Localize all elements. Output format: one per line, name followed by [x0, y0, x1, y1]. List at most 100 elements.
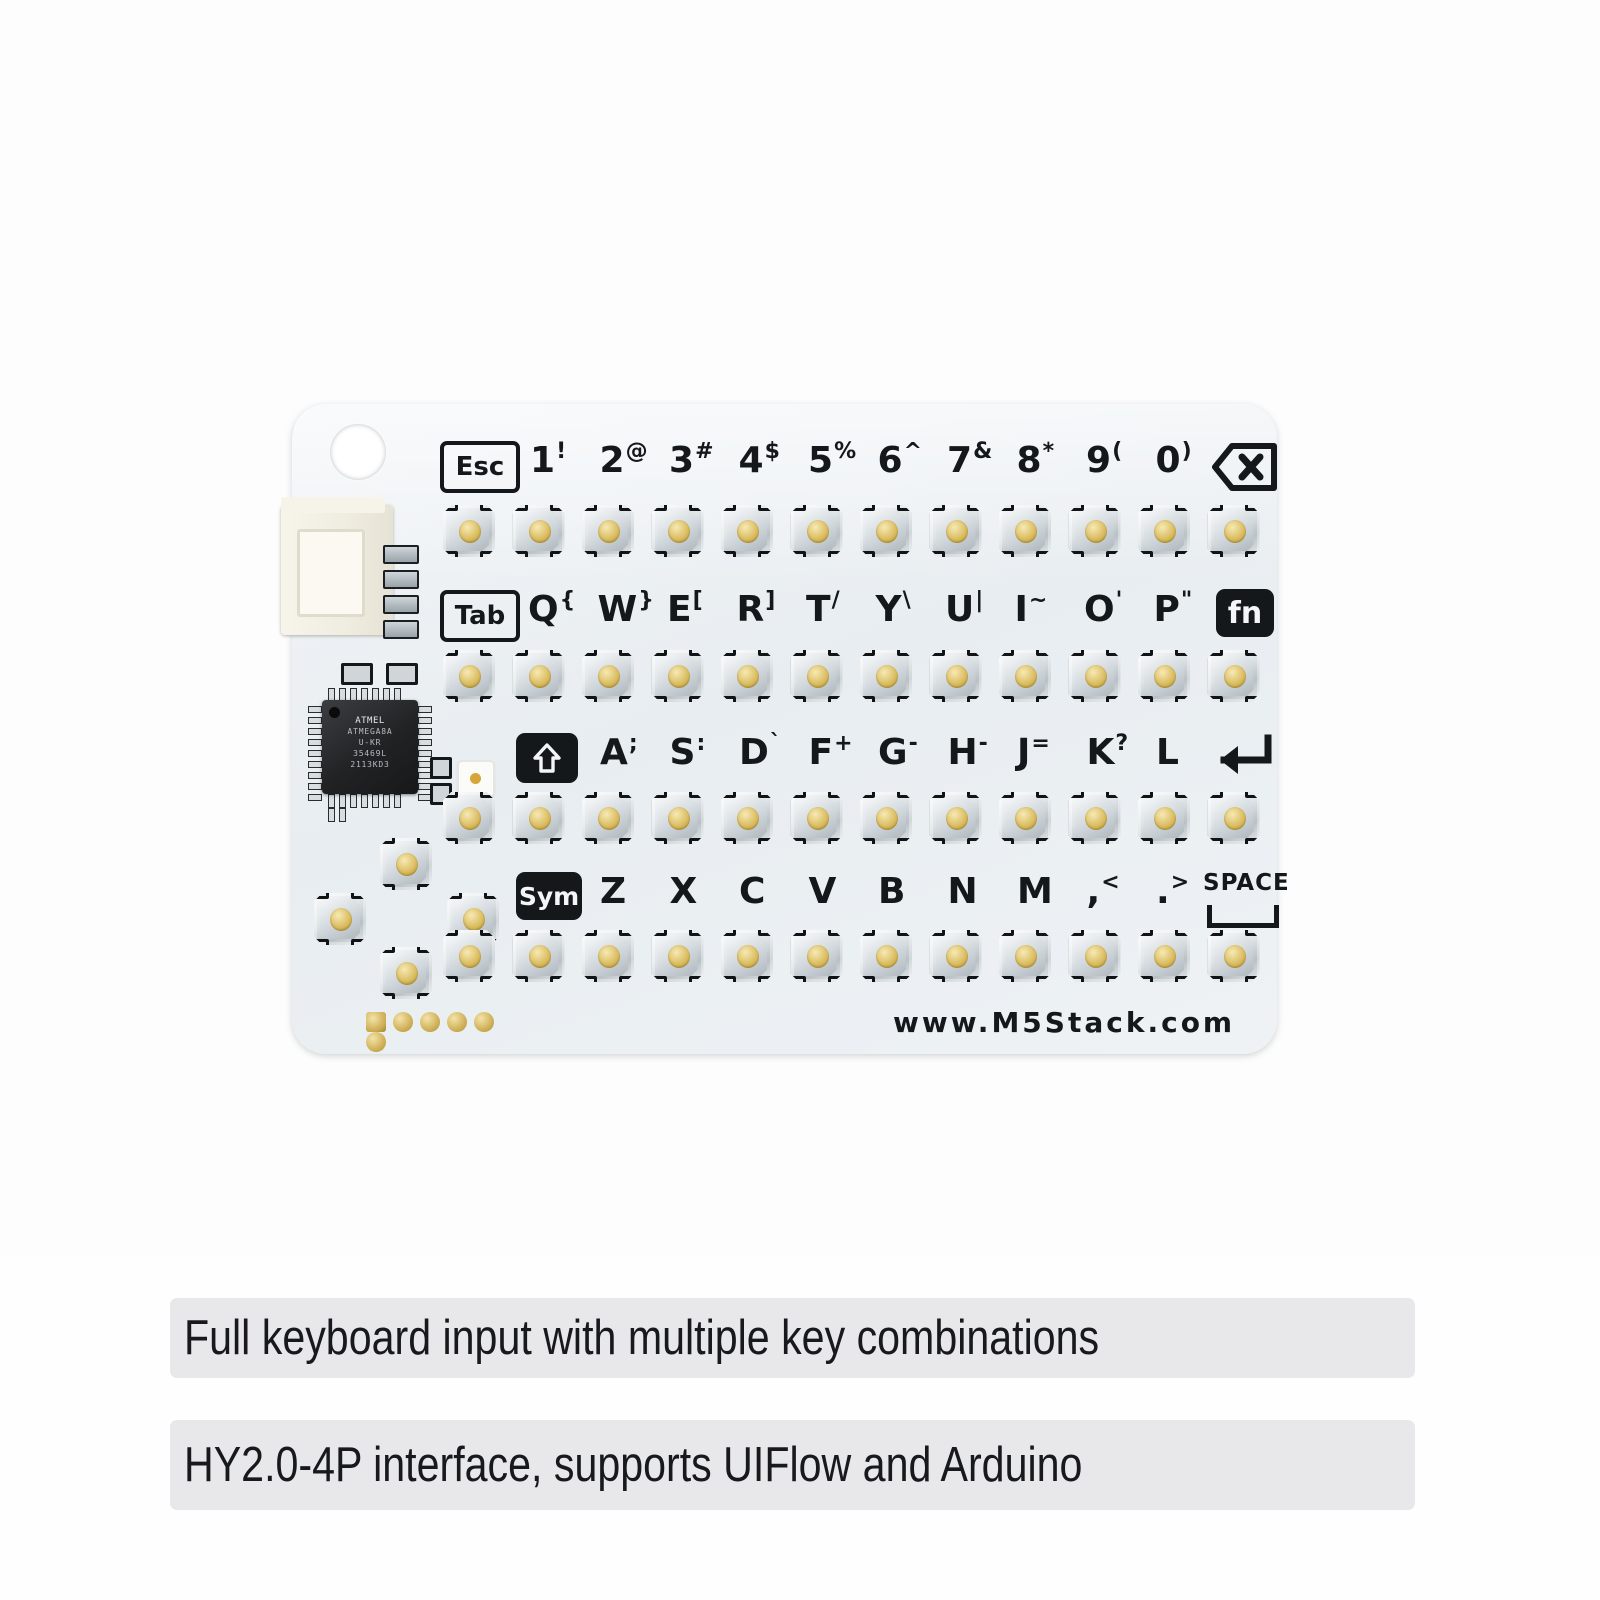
key-enter[interactable]: [1212, 730, 1272, 783]
key-legend-main: V: [808, 871, 837, 912]
key-switch[interactable]: [582, 930, 634, 982]
key-legend-e[interactable]: E[: [667, 590, 703, 628]
key-switch[interactable]: [1068, 930, 1121, 982]
key-switch[interactable]: [443, 930, 495, 982]
key-switch[interactable]: [790, 650, 843, 702]
key-switch[interactable]: [582, 505, 634, 557]
key-switch[interactable]: [1207, 650, 1260, 702]
key-legend-b[interactable]: B: [878, 874, 905, 910]
key-legend-x[interactable]: X: [670, 874, 698, 910]
key-legend-n[interactable]: N: [948, 874, 978, 910]
key-switch[interactable]: [860, 930, 912, 982]
key-switch[interactable]: [860, 792, 912, 844]
key-switch[interactable]: [512, 505, 565, 557]
key-legend-1[interactable]: 1!: [530, 441, 566, 479]
key-switch[interactable]: [860, 505, 912, 557]
key-switch[interactable]: [790, 792, 843, 844]
key-legend-z[interactable]: Z: [600, 874, 626, 910]
key-legend-7[interactable]: 7&: [947, 441, 992, 479]
key-switch[interactable]: [1207, 930, 1260, 982]
key-switch[interactable]: [512, 930, 565, 982]
key-switch[interactable]: [651, 650, 704, 702]
key-switch[interactable]: [721, 792, 773, 844]
key-tab[interactable]: Tab: [440, 590, 520, 642]
key-switch[interactable]: [443, 792, 495, 844]
key-switch[interactable]: [999, 650, 1051, 702]
key-legend-f[interactable]: F+: [809, 733, 853, 771]
key-switch[interactable]: [1207, 505, 1260, 557]
key-legend-t[interactable]: T/: [806, 590, 840, 628]
key-legend-a[interactable]: A;: [600, 733, 638, 771]
dpad-down-button[interactable]: [380, 947, 432, 999]
key-legend-c[interactable]: C: [739, 874, 765, 910]
key-switch[interactable]: [929, 930, 982, 982]
key-switch[interactable]: [582, 792, 634, 844]
key-switch[interactable]: [999, 505, 1051, 557]
key-switch[interactable]: [929, 650, 982, 702]
key-switch[interactable]: [443, 505, 495, 557]
key-legend-.[interactable]: .>: [1156, 872, 1189, 910]
key-switch[interactable]: [929, 792, 982, 844]
key-legend-5[interactable]: 5%: [808, 441, 856, 479]
key-legend-p[interactable]: P": [1154, 590, 1193, 628]
key-legend-r[interactable]: R]: [737, 590, 776, 628]
key-legend-9[interactable]: 9(: [1086, 441, 1122, 479]
key-legend-v[interactable]: V: [809, 874, 837, 910]
key-switch[interactable]: [1138, 930, 1190, 982]
dpad-left-button[interactable]: [314, 893, 366, 945]
key-legend-m[interactable]: M: [1017, 874, 1053, 910]
key-switch[interactable]: [860, 650, 912, 702]
key-fn[interactable]: fn: [1216, 589, 1274, 637]
key-switch[interactable]: [1207, 792, 1260, 844]
key-switch[interactable]: [999, 792, 1051, 844]
key-legend-3[interactable]: 3#: [669, 441, 714, 479]
dpad-up-button[interactable]: [380, 838, 432, 890]
key-legend-u[interactable]: U|: [945, 590, 983, 628]
key-legend-0[interactable]: 0): [1156, 441, 1192, 479]
key-legend-y[interactable]: Y\: [876, 590, 911, 628]
key-switch[interactable]: [1138, 792, 1190, 844]
key-legend-main: H: [947, 732, 978, 773]
key-legend-k[interactable]: K?: [1087, 733, 1129, 771]
key-switch[interactable]: [1068, 505, 1121, 557]
key-switch[interactable]: [929, 505, 982, 557]
key-legend-d[interactable]: D`: [739, 733, 781, 771]
key-switch[interactable]: [582, 650, 634, 702]
key-esc[interactable]: Esc: [440, 441, 520, 493]
key-legend-6[interactable]: 6^: [878, 441, 923, 479]
key-legend-8[interactable]: 8*: [1017, 441, 1055, 479]
key-switch[interactable]: [651, 505, 704, 557]
key-legend-q[interactable]: Q{: [528, 590, 575, 628]
key-switch[interactable]: [512, 792, 565, 844]
key-switch[interactable]: [721, 930, 773, 982]
key-switch[interactable]: [1068, 650, 1121, 702]
key-switch[interactable]: [1138, 505, 1190, 557]
key-switch[interactable]: [512, 650, 565, 702]
key-switch[interactable]: [790, 505, 843, 557]
key-switch[interactable]: [1068, 792, 1121, 844]
key-legend-s[interactable]: S:: [670, 733, 706, 771]
key-legend-superscript: [: [692, 588, 703, 613]
key-legend-h[interactable]: H‑: [947, 732, 988, 773]
key-legend-l[interactable]: L: [1156, 735, 1179, 771]
key-legend-4[interactable]: 4$: [739, 441, 780, 479]
key-legend-w[interactable]: W}: [598, 590, 654, 628]
key-switch[interactable]: [1138, 650, 1190, 702]
key-sym[interactable]: Sym: [516, 872, 582, 920]
key-switch[interactable]: [443, 650, 495, 702]
key-legend-2[interactable]: 2@: [600, 441, 648, 479]
key-legend-g[interactable]: G-: [878, 733, 918, 771]
key-legend-o[interactable]: O': [1084, 590, 1122, 628]
key-switch[interactable]: [651, 792, 704, 844]
key-switch[interactable]: [721, 650, 773, 702]
key-shift[interactable]: [516, 733, 578, 783]
key-backspace[interactable]: [1212, 443, 1278, 491]
key-legend-j[interactable]: J=: [1017, 733, 1050, 771]
key-switch[interactable]: [721, 505, 773, 557]
key-switch[interactable]: [999, 930, 1051, 982]
key-switch[interactable]: [651, 930, 704, 982]
key-switch[interactable]: [790, 930, 843, 982]
key-legend-,[interactable]: ,<: [1087, 872, 1120, 910]
key-legend-i[interactable]: I~: [1015, 590, 1048, 628]
key-space-label[interactable]: SPACE: [1203, 872, 1290, 895]
